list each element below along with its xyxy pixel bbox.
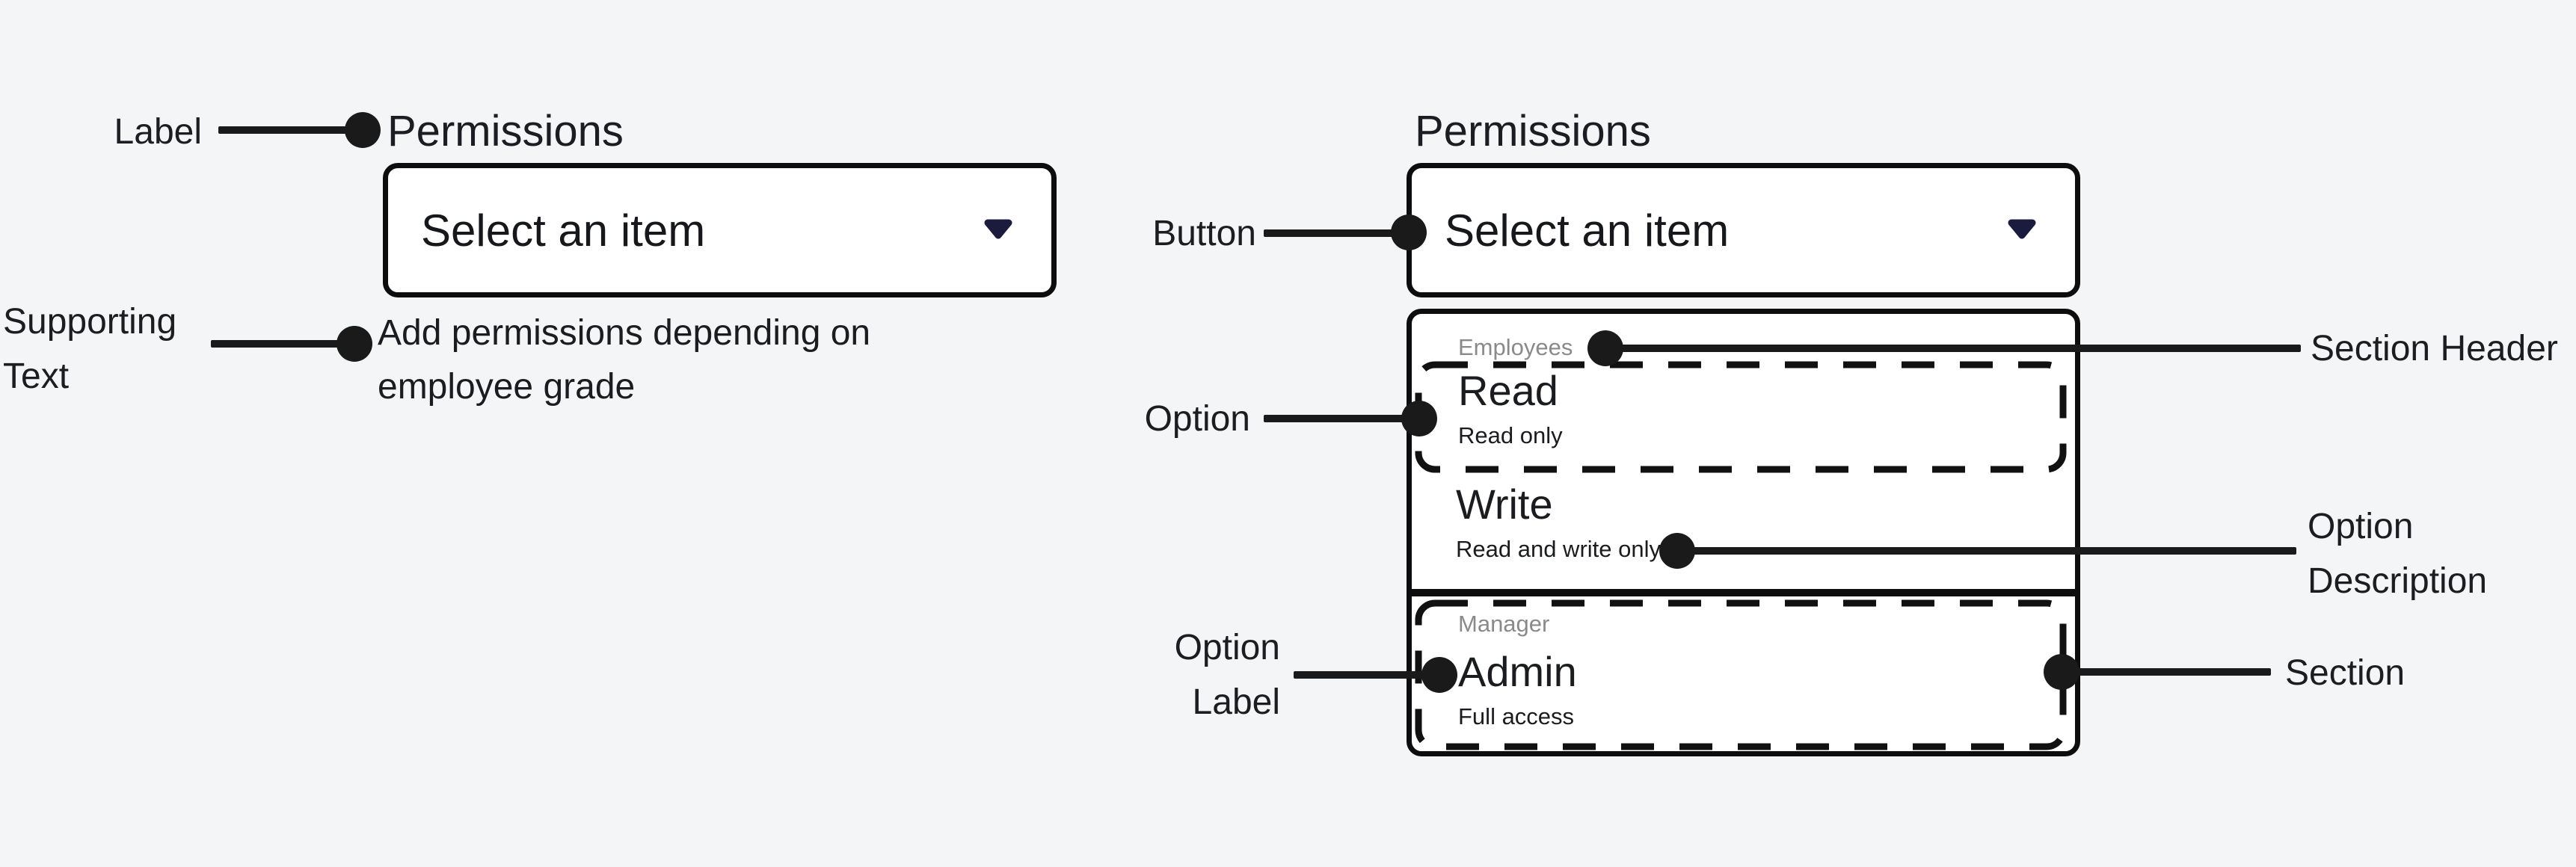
annotation-label: Label [114, 112, 202, 152]
menu-option-admin[interactable]: Admin Full access [1458, 650, 1577, 729]
annotation-button: Button [1152, 214, 1256, 253]
annotation-option: Option [1144, 399, 1250, 439]
dropdown-menu [1407, 309, 2080, 756]
select-button-value: Select an item [1445, 205, 1730, 256]
chevron-down-icon [2005, 216, 2038, 245]
select-button-value: Select an item [421, 205, 706, 256]
connector-line [1264, 229, 1398, 237]
connector-dot [345, 112, 381, 148]
supporting-text: Add permissions depending on employee gr… [378, 313, 871, 407]
section-divider [1407, 589, 2080, 596]
field-label: Permissions [387, 107, 624, 155]
section-header-manager: Manager [1458, 611, 1550, 637]
connector-dot [1587, 330, 1623, 366]
option-description-text: Read and write only [1456, 536, 1661, 562]
connector-line [2078, 668, 2271, 676]
section-header-employees: Employees [1458, 334, 1573, 360]
connector-dot [336, 326, 372, 362]
menu-option-read[interactable]: Read Read only [1458, 369, 1563, 448]
connector-dot [1401, 401, 1437, 436]
chevron-down-icon [982, 216, 1015, 245]
annotation-option-label: Option Label [1174, 628, 1280, 722]
connector-dot [1659, 533, 1695, 569]
connector-dot [1421, 657, 1457, 693]
field-label: Permissions [1415, 107, 1651, 155]
menu-option-write[interactable]: Write Read and write only [1456, 483, 1661, 562]
connector-line [1622, 345, 2301, 352]
option-label-text: Write [1456, 481, 1553, 528]
connector-dot [1391, 215, 1427, 250]
connector-line [218, 126, 347, 134]
connector-line [1264, 415, 1404, 422]
option-description-text: Full access [1458, 703, 1575, 729]
annotation-section: Section [2285, 653, 2406, 693]
connector-line [211, 340, 339, 348]
connector-dot [2044, 654, 2079, 690]
option-description-text: Read only [1458, 422, 1563, 448]
annotation-supporting-text: Supporting Text [3, 302, 177, 396]
connector-line [1694, 547, 2296, 555]
annotation-option-description: Option Description [2308, 507, 2488, 601]
connector-line [1294, 671, 1424, 679]
option-label-text: Read [1458, 367, 1558, 414]
option-label-text: Admin [1458, 648, 1577, 695]
select-button[interactable]: Select an item [1407, 163, 2080, 297]
annotation-section-header: Section Header [2311, 329, 2558, 368]
select-button[interactable]: Select an item [383, 163, 1057, 297]
